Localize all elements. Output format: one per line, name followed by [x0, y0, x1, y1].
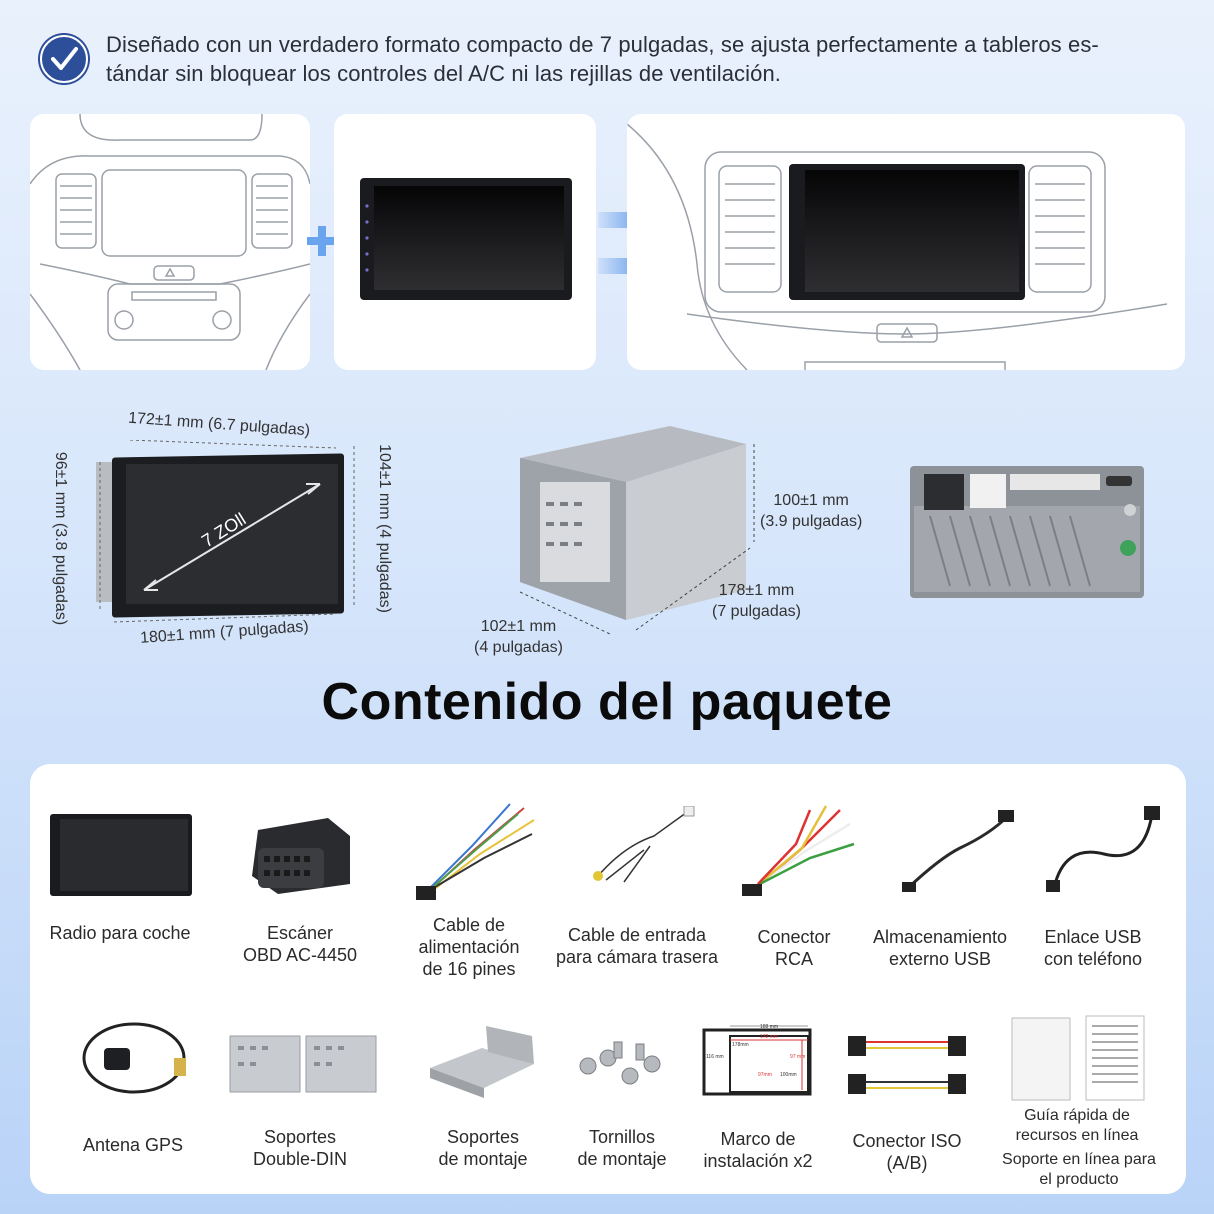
side-height-line-2: (3.9 pulgadas)	[760, 513, 863, 530]
side-depth-dimension: 178±1 mm (7 pulgadas)	[712, 580, 801, 622]
rear-panel-illustration	[910, 466, 1144, 603]
gps-antenna-image	[78, 1018, 188, 1105]
front-dimension-diagram	[84, 439, 374, 635]
package-title: Contenido del paquete	[321, 673, 893, 731]
side-height-line-1: 100±1 mm	[773, 492, 849, 509]
iso-connector-image	[846, 1022, 970, 1107]
frame-dim-100: 100mm	[780, 1072, 797, 1078]
double-din-brackets-image	[228, 1032, 378, 1099]
front-top-dimension: 172±1 mm (6.7 pulgadas)	[127, 409, 311, 440]
front-right-dimension: 104±1 mm (4 pulgadas)	[375, 444, 393, 613]
frame-dim-116: 116 mm	[706, 1054, 724, 1060]
item-label-power-cable: Cable de alimentación de 16 pines	[418, 915, 520, 979]
dashboard-empty-illustration	[30, 114, 310, 370]
quick-guide-image	[1008, 1014, 1148, 1109]
package-contents-panel	[30, 764, 1186, 1194]
obd-scanner-image	[248, 814, 354, 901]
check-icon	[38, 33, 90, 85]
item-label-iso-connector: Conector ISO (A/B)	[852, 1131, 962, 1173]
side-depth-line-2: (7 pulgadas)	[712, 603, 801, 620]
frame-dim-172: 172 mm	[760, 1034, 778, 1040]
radio-unit-illustration	[334, 114, 596, 370]
item-label-usb-phone-link: Enlace USB con teléfono	[1043, 927, 1143, 969]
item-label-car-radio: Radio para coche	[49, 923, 191, 943]
side-height-dimension: 100±1 mm (3.9 pulgadas)	[760, 490, 862, 532]
item-label-gps-antenna: Antena GPS	[82, 1135, 184, 1155]
support-note: Soporte en línea para el producto	[1002, 1151, 1156, 1188]
side-depth-line-1: 178±1 mm	[718, 582, 795, 599]
frame-dim-188: 188 mm	[760, 1024, 778, 1030]
power-cable-image	[414, 800, 538, 909]
header-line-1: Diseñado con un verdadero formato compac…	[106, 32, 1099, 57]
mounting-brackets-image	[426, 1018, 538, 1109]
dashboard-installed-illustration	[627, 114, 1185, 370]
car-radio-image	[50, 814, 192, 901]
plus-icon	[305, 224, 339, 263]
mounting-screws-image	[574, 1036, 674, 1097]
installation-frame-image: 188 mm 178mm 172 mm 116 mm 97 mm 97mm 10…	[702, 1020, 814, 1103]
front-left-dimension: 96±1 mm (3.8 pulgadas)	[52, 451, 70, 626]
item-label-quick-guide: Guía rápida de recursos en línea	[1015, 1107, 1139, 1144]
side-width-dimension: 102±1 mm (4 pulgadas)	[474, 616, 563, 658]
item-label-mounting-brackets: Soportes de montaje	[438, 1127, 528, 1169]
side-width-line-2: (4 pulgadas)	[474, 639, 563, 656]
usb-phone-link-image	[1044, 804, 1164, 901]
item-label-usb-storage: Almacenamiento externo USB	[872, 927, 1008, 969]
header-line-2: tándar sin bloquear los controles del A/…	[106, 61, 782, 86]
item-label-double-din-brackets: Soportes Double-DIN	[252, 1127, 348, 1169]
side-dimension-diagram	[510, 422, 770, 647]
usb-storage-cable-image	[900, 808, 1016, 901]
rca-connector-image	[740, 800, 858, 907]
camera-cable-image	[584, 805, 696, 893]
frame-dim-97b: 97mm	[758, 1072, 772, 1078]
item-label-installation-frame: Marco de instalación x2	[703, 1129, 813, 1171]
frame-dim-97: 97 mm	[790, 1054, 805, 1060]
item-label-mounting-screws: Tornillos de montaje	[577, 1127, 667, 1169]
frame-dim-178: 178mm	[732, 1042, 749, 1048]
side-width-line-1: 102±1 mm	[480, 618, 557, 635]
item-label-obd-scanner: Escáner OBD AC-4450	[242, 923, 358, 965]
header-text: Diseñado con un verdadero formato compac…	[106, 30, 1196, 88]
item-label-rca-connector: Conector RCA	[757, 927, 831, 969]
item-label-camera-cable: Cable de entrada para cámara trasera	[555, 925, 719, 967]
